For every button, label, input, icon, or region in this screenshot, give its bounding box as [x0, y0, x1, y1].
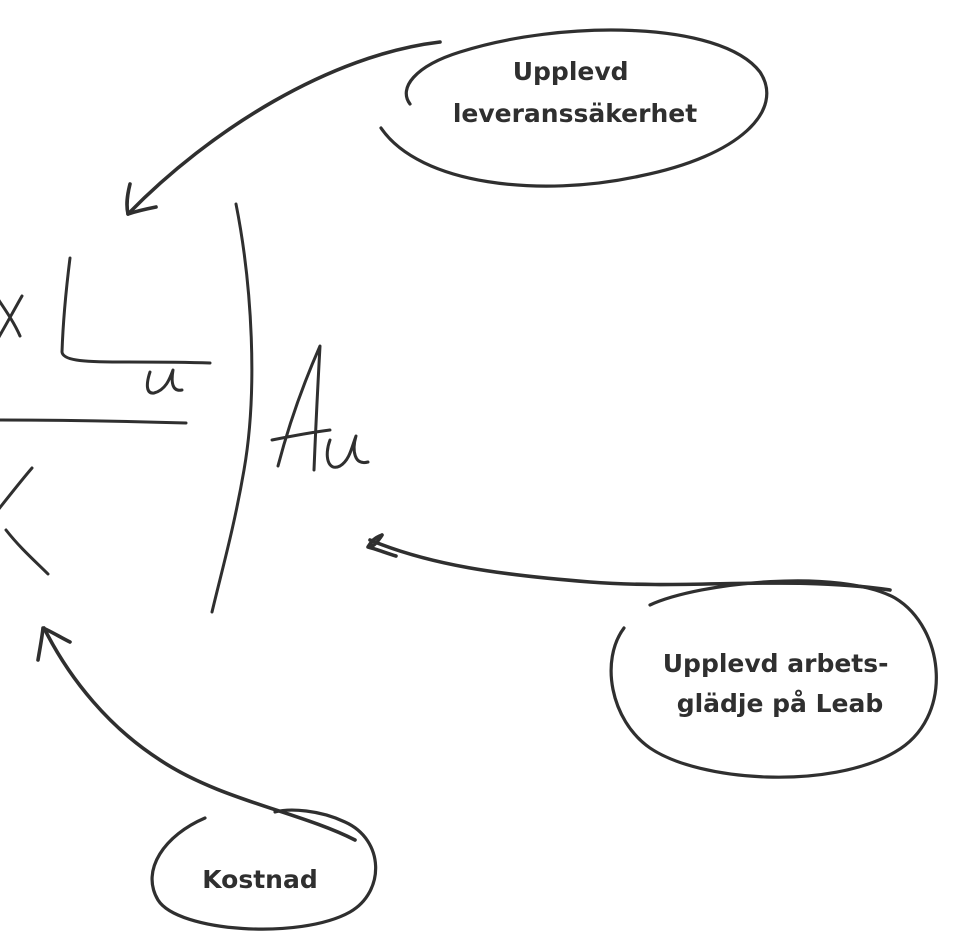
- formula-x-glyph: [0, 294, 24, 339]
- svg-text:Upplevd leveranssäkerhet: Upplevd leveranssäkerhet: [453, 57, 697, 128]
- annotation-line: Upplevd arbets-: [663, 649, 889, 678]
- speech-bubble-outline: [150, 808, 378, 931]
- curved-arrow: [368, 538, 892, 592]
- annotation-line: leveranssäkerhet: [453, 99, 697, 128]
- formula-u-after-a-glyph: [325, 434, 370, 469]
- formula-a-glyph: [270, 344, 332, 472]
- arrowhead: [36, 626, 72, 662]
- svg-text:Upplevd arbets- glädje p: Upplevd arbets- glädje på Leab: [663, 649, 898, 718]
- formula-l-glyph: [60, 256, 212, 365]
- formula-k-glyph: [0, 466, 50, 576]
- annotation-upplevd-leveranssakerhet: Upplevd leveranssäkerhet: [125, 28, 769, 216]
- speech-bubble-outline: [609, 579, 938, 779]
- annotation-line: Upplevd: [513, 57, 629, 86]
- fraction-bar: [0, 418, 188, 425]
- annotation-line: glädje på Leab: [677, 689, 884, 718]
- svg-text:Kostnad: Kostnad: [202, 865, 318, 894]
- curved-arrow: [42, 626, 357, 842]
- annotation-upplevd-arbetsgladje: Upplevd arbets- glädje på Leab: [366, 533, 938, 779]
- curved-arrow: [126, 40, 442, 216]
- formula-vertical-bar: [210, 202, 254, 614]
- speech-bubble-outline: [379, 28, 769, 188]
- arrowhead: [125, 182, 158, 216]
- annotation-kostnad: Kostnad: [36, 626, 378, 931]
- formula-u-subscript-glyph: [145, 368, 184, 395]
- handwritten-formula: [0, 202, 370, 614]
- arrowhead: [366, 533, 398, 558]
- annotation-line: Kostnad: [202, 865, 318, 894]
